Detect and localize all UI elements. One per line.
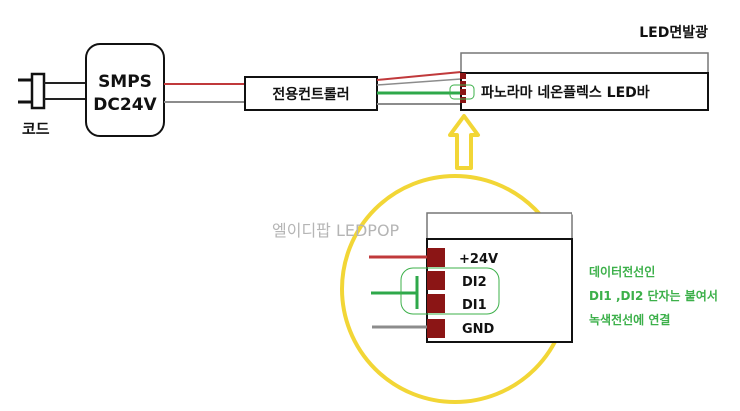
strip-header-label: LED면발광 [639, 24, 708, 41]
terminal-di2 [427, 271, 445, 290]
note-line-2: DI1 ,DI2 단자는 붙여서 [589, 288, 718, 303]
di-bridge-highlight [400, 267, 500, 315]
terminal-gnd [427, 319, 445, 338]
cord-label: 코드 [22, 120, 50, 138]
note-line-1: 데이터전선인 [589, 264, 655, 279]
smps-voltage-label: DC24V [93, 95, 157, 115]
wire-red-strip [376, 71, 462, 81]
watermark-text: 엘이디팝 LEDPOP [272, 221, 400, 240]
pin-di1-label: DI1 [462, 298, 487, 313]
controller-label: 전용컨트롤러 [272, 86, 349, 103]
terminal-24v [427, 248, 445, 267]
terminal-di1 [427, 294, 445, 313]
pin-di2-label: DI2 [462, 275, 487, 290]
data-terminal-highlight [449, 84, 475, 100]
strip-label: 파노라마 네온플렉스 LED바 [481, 84, 650, 101]
pin-gnd-label: GND [462, 322, 495, 337]
smps-box [85, 43, 165, 137]
note-line-3: 녹색전선에 연결 [589, 312, 670, 327]
zoom-arrow-icon [448, 114, 480, 170]
smps-label: SMPS [98, 72, 152, 92]
wire-gray-strip-top [376, 78, 462, 86]
power-plug-icon [18, 72, 46, 110]
pin-24v-label: +24V [459, 252, 498, 267]
detail-strip-cover [426, 212, 573, 240]
strip-terminals [460, 73, 466, 103]
strip-body [460, 72, 709, 111]
strip-cover [460, 52, 709, 74]
